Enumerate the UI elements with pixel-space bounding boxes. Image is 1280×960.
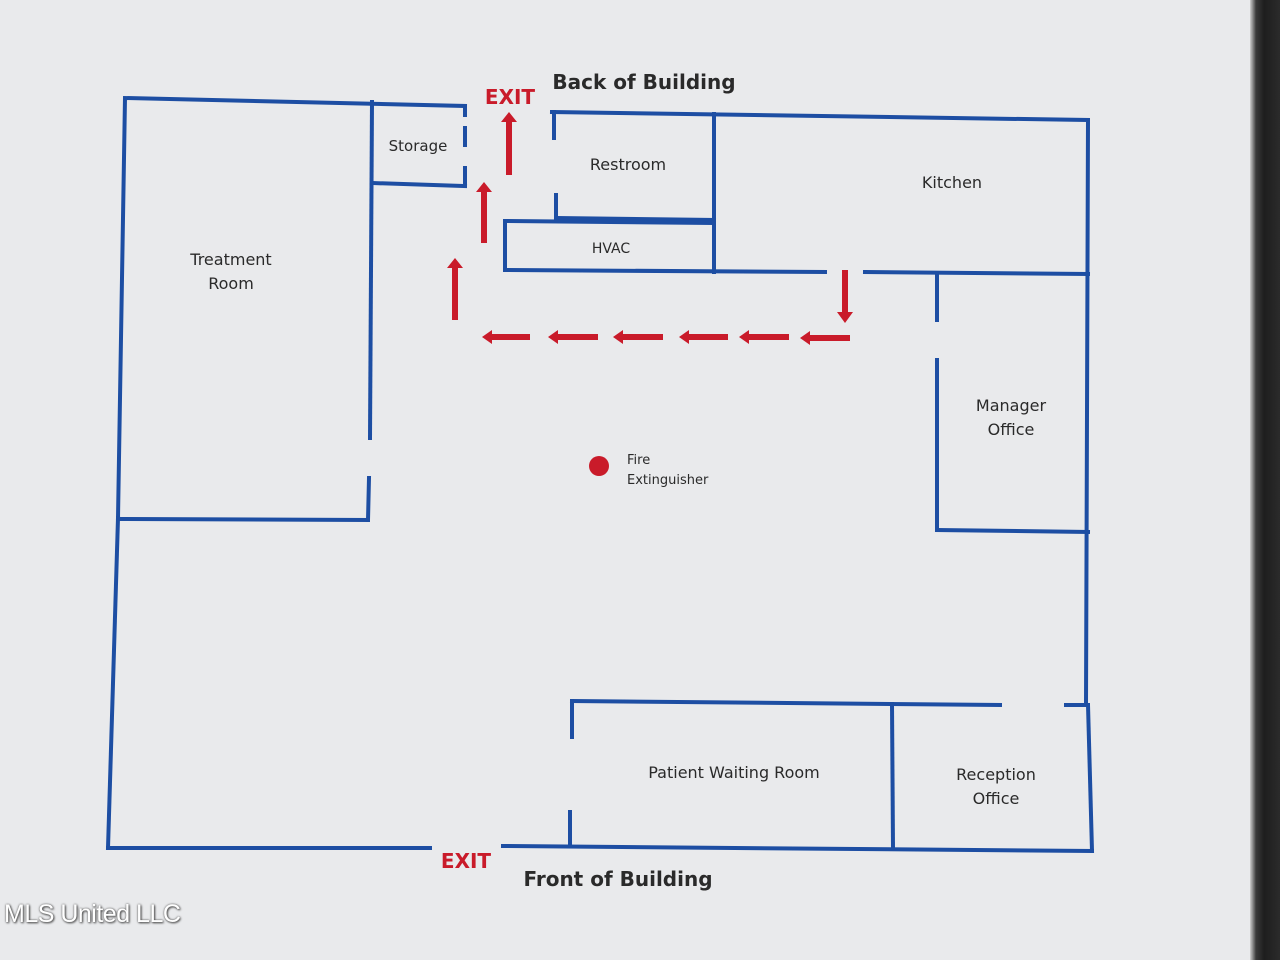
reception-label-line1: Reception (956, 765, 1036, 784)
restroom-wall-bottom (553, 215, 717, 223)
exit-back-label: EXIT (485, 85, 536, 109)
exit-arrow-left-5 (739, 330, 789, 344)
fire-extinguisher-label-line1: Fire (627, 453, 650, 468)
treatment-label-line1: Treatment (189, 250, 271, 269)
manager-label-line2: Office (988, 420, 1035, 439)
hvac-walls (503, 218, 828, 275)
kitchen-label: Kitchen (922, 173, 982, 192)
outer-wall-left-lower (105, 515, 121, 851)
treatment-wall-right-top (367, 99, 375, 441)
exit-route (447, 112, 853, 345)
kitchen-wall-bottom (862, 269, 1091, 277)
restroom-label: Restroom (590, 155, 666, 174)
treatment-wall-bottom (115, 516, 371, 523)
outer-wall-top-left (115, 95, 468, 521)
watermark: MLS United LLC (4, 900, 181, 928)
storage-label: Storage (389, 137, 448, 155)
exit-arrow-up-1 (501, 112, 517, 175)
outer-wall-bottom-right (500, 843, 1095, 854)
waiting-wall-top (569, 698, 1003, 708)
reception-wall-left (889, 701, 896, 851)
fire-extinguisher-icon (589, 456, 609, 476)
outer-wall-top-right (549, 109, 1091, 708)
exit-arrow-left-4 (679, 330, 728, 344)
front-of-building-label: Front of Building (523, 867, 712, 891)
outer-wall-right-lower (1085, 702, 1095, 854)
back-of-building-label: Back of Building (552, 70, 735, 94)
storage-wall-bottom (369, 180, 468, 189)
exit-arrow-left-6 (800, 331, 850, 345)
treatment-label-line2: Room (208, 274, 254, 293)
manager-wall-bottom (934, 527, 1091, 535)
waiting-label: Patient Waiting Room (648, 763, 820, 782)
floor-plan: Fire Extinguisher Storage Restroom Kitch… (105, 70, 1095, 891)
fire-extinguisher-label-line2: Extinguisher (627, 473, 709, 488)
picture-frame-edge (1250, 0, 1280, 960)
treatment-wall-right-bottom (365, 475, 372, 523)
exit-arrow-left-3 (613, 330, 663, 344)
manager-label-line1: Manager (976, 396, 1047, 415)
exit-arrow-down (837, 270, 853, 323)
exit-front-label: EXIT (441, 849, 492, 873)
reception-label-line2: Office (973, 789, 1020, 808)
exit-arrow-left-1 (482, 330, 530, 344)
exit-arrow-up-2 (476, 182, 492, 243)
hvac-label: HVAC (592, 241, 631, 257)
exit-arrow-up-3 (447, 258, 463, 320)
walls (105, 95, 1095, 854)
exit-arrow-left-2 (548, 330, 598, 344)
